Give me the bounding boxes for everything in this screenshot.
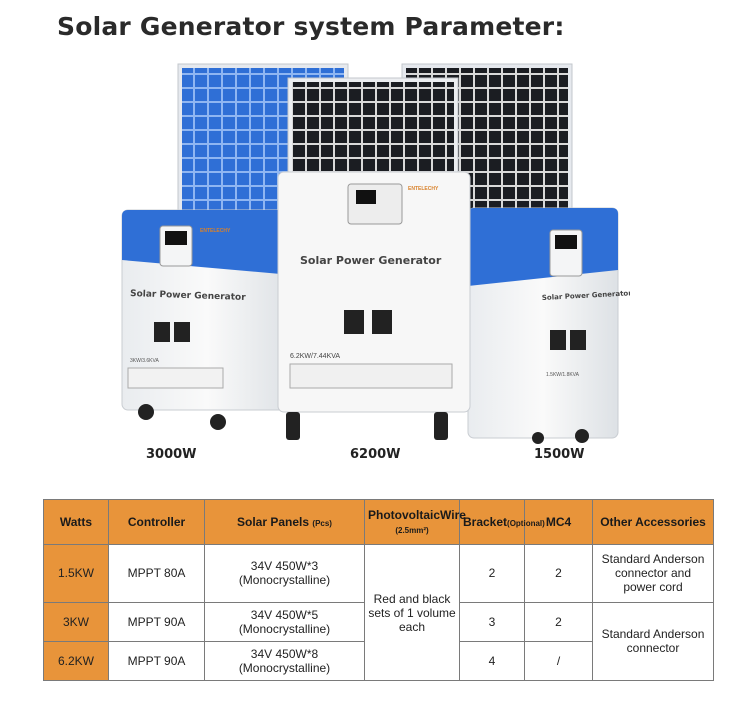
- cell-bracket: 3: [459, 601, 525, 642]
- svg-text:Solar Power Generator: Solar Power Generator: [130, 289, 246, 303]
- table-header-row: Watts Controller Solar Panels (Pcs) Phot…: [43, 499, 714, 545]
- cell-watts: 6.2KW: [43, 640, 109, 682]
- caption-6200w: 6200W: [350, 447, 401, 462]
- caption-1500w: 1500W: [534, 447, 585, 462]
- svg-text:ENTELECHY: ENTELECHY: [200, 228, 231, 234]
- generator-unit-1-5kw: Solar Power Generator 1.5KW/1.8KVA: [467, 207, 630, 444]
- cell-watts: 3KW: [43, 601, 109, 642]
- cell-mc4: /: [524, 640, 593, 682]
- page-title: Solar Generator system Parameter:: [57, 12, 565, 41]
- table-row: 6.2KW MPPT 90A 34V 450W*8(Monocrystallin…: [43, 640, 714, 682]
- table-row: 1.5KW MPPT 80A 34V 450W*3(Monocrystallin…: [43, 544, 714, 681]
- cell-mc4: 2: [524, 544, 593, 603]
- svg-text:1.5KW/1.8KVA: 1.5KW/1.8KVA: [546, 372, 580, 378]
- svg-text:Solar Power Generator: Solar Power Generator: [300, 254, 442, 267]
- cell-controller: MPPT 90A: [108, 601, 205, 642]
- svg-text:6.2KW/7.44KVA: 6.2KW/7.44KVA: [290, 353, 340, 360]
- parameter-table: Watts Controller Solar Panels (Pcs) Phot…: [43, 499, 714, 682]
- cell-solar-panels: 34V 450W*3(Monocrystalline): [204, 544, 365, 603]
- header-solar-panels: Solar Panels (Pcs): [204, 499, 365, 545]
- generator-unit-6-2kw: ENTELECHY Solar Power Generator 6.2KW/7.…: [277, 171, 471, 440]
- cell-mc4: 2: [524, 601, 593, 642]
- header-controller: Controller: [108, 499, 205, 545]
- caption-3000w: 3000W: [146, 447, 197, 462]
- svg-text:3KW/3.6KVA: 3KW/3.6KVA: [130, 358, 159, 364]
- cell-controller: MPPT 90A: [108, 640, 205, 682]
- generator-unit-3kw: ENTELECHY Solar Power Generator 3KW/3.6K…: [121, 209, 293, 430]
- product-image: ENTELECHY Solar Power Generator 3KW/3.6K…: [121, 63, 630, 444]
- cell-controller: MPPT 80A: [108, 544, 205, 603]
- cell-solar-panels: 34V 450W*5(Monocrystalline): [204, 601, 365, 642]
- cell-bracket: 4: [459, 640, 525, 682]
- header-watts: Watts: [43, 499, 109, 545]
- cell-bracket: 2: [459, 544, 525, 603]
- cell-solar-panels: 34V 450W*8(Monocrystalline): [204, 640, 365, 682]
- cell-watts: 1.5KW: [43, 544, 109, 603]
- table-row: 3KW MPPT 90A 34V 450W*5(Monocrystalline)…: [43, 601, 714, 682]
- header-bracket: Bracket(Optional): [459, 499, 545, 545]
- header-other-accessories: Other Accessories: [592, 499, 714, 545]
- svg-text:ENTELECHY: ENTELECHY: [408, 186, 439, 192]
- solar-panel-center: [287, 77, 459, 189]
- header-pv-wire: PhotovoltaicWire (2.5mm²): [364, 499, 466, 545]
